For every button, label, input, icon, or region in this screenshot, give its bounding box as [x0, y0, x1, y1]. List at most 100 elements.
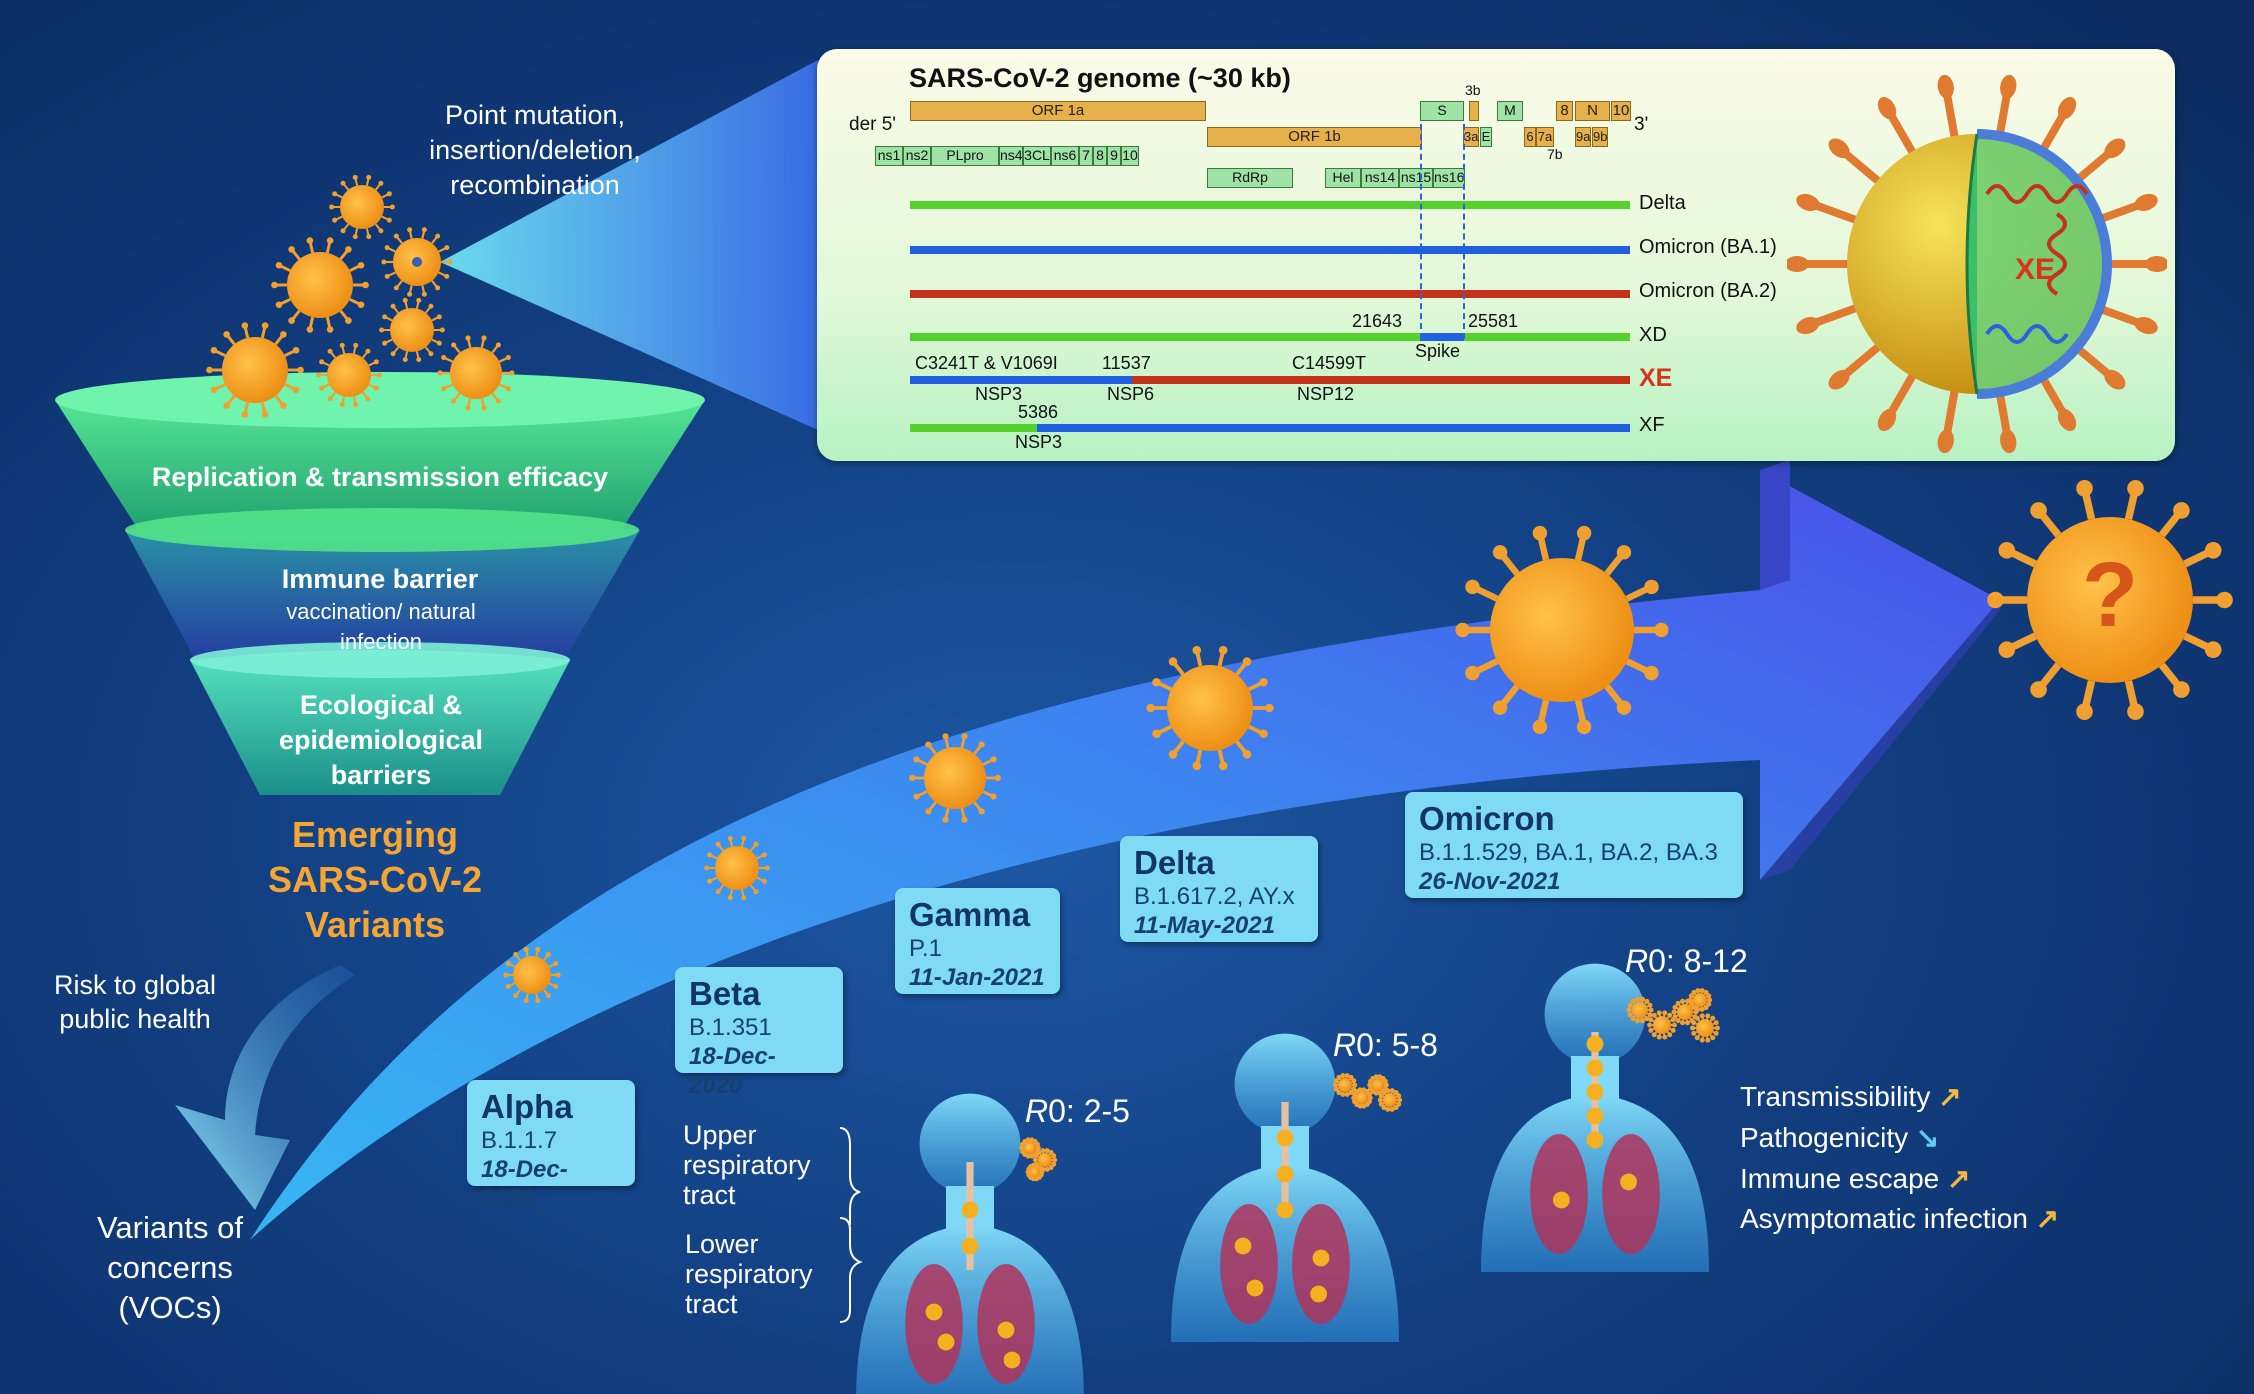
r0-value: 0: 5-8 — [1356, 1027, 1438, 1063]
nsp-block: ns2 — [903, 146, 931, 166]
trend-down-icon: ↘ — [1915, 1122, 1940, 1153]
variant-name: Beta — [689, 975, 761, 1012]
question-mark-icon: ? — [2081, 544, 2139, 646]
variant-card-beta: Beta B.1.351 18-Dec-2020 — [675, 967, 843, 1099]
virus-particle-icon-9 — [909, 733, 1001, 823]
attr-asymptomatic: Asymptomatic infection ↗ — [1740, 1202, 2059, 1235]
virus-particle-icon-2 — [271, 237, 369, 333]
droplet-icon-6 — [1377, 1088, 1403, 1112]
variant-date: 18-Dec-2020 — [481, 1156, 568, 1212]
upper-line-3: tract — [683, 1180, 736, 1210]
r0-value: 0: 8-12 — [1648, 943, 1748, 979]
orf1b-block: ORF 1b — [1207, 127, 1422, 147]
voc-label: Variants of concerns (VOCs) — [60, 1208, 280, 1328]
nsp-block: 3CL — [1023, 146, 1051, 166]
xd-breakpoint-2: 25581 — [1468, 311, 1519, 331]
nsp-block: 9 — [1107, 146, 1121, 166]
attr-label: Asymptomatic infection — [1740, 1203, 2028, 1234]
omicron-ba1-bar — [910, 246, 1630, 254]
droplet-icon-2 — [1025, 1162, 1045, 1182]
attr-transmissibility: Transmissibility ↗ — [1740, 1080, 1962, 1113]
variant-name: Delta — [1134, 844, 1215, 881]
lower-line-2: respiratory — [685, 1259, 813, 1289]
upper-respiratory-label: Upper respiratory tract — [683, 1120, 811, 1210]
mutation-line-2: insertion/deletion, — [429, 135, 641, 165]
xe-gene-1: NSP3 — [975, 384, 1023, 404]
xe-bar-right — [1132, 376, 1630, 384]
xf-breakpoint: 5386 — [1018, 402, 1059, 422]
virus-particle-icon-6 — [437, 335, 515, 411]
voc-line-2: concerns — [107, 1250, 233, 1285]
droplet-icon-5 — [1367, 1074, 1389, 1096]
emerging-variants-label: Emerging SARS-CoV-2 Variants — [225, 812, 525, 947]
variant-lineage: P.1 — [909, 935, 942, 962]
droplet-icon-7 — [1626, 996, 1654, 1024]
mutation-text: Point mutation, insertion/deletion, reco… — [400, 98, 670, 203]
orf3a-block: 3a — [1463, 127, 1479, 147]
nsp-block: 7 — [1079, 146, 1093, 166]
variant-card-omicron: Omicron B.1.1.529, BA.1, BA.2, BA.3 26-N… — [1405, 792, 1743, 898]
variant-card-delta: Delta B.1.617.2, AY.x 11-May-2021 — [1120, 836, 1318, 942]
r0-value: 0: 2-5 — [1048, 1093, 1130, 1129]
trend-up-icon: ↗ — [2035, 1203, 2060, 1234]
xe-virion-illustration: XE — [1787, 74, 2167, 454]
virus-particle-icon-4 — [206, 322, 304, 418]
droplet-icon-8 — [1647, 1010, 1677, 1040]
virus-particle-icon-10 — [1146, 645, 1274, 771]
attr-immune-escape: Immune escape ↗ — [1740, 1162, 1970, 1195]
human-silhouette-delta — [1171, 1033, 1399, 1342]
risk-line-2: public health — [59, 1004, 211, 1034]
lower-line-1: Lower — [685, 1229, 759, 1259]
n-block: N — [1575, 101, 1610, 121]
variant-lineage: B.1.617.2, AY.x — [1134, 883, 1295, 910]
nsp-block: RdRp — [1207, 168, 1293, 188]
xe-mutation-3: C14599T — [1292, 353, 1367, 373]
r0-prefix: R — [1625, 943, 1649, 979]
xf-bar-right — [1037, 424, 1630, 432]
orf9b-block: 9b — [1592, 127, 1608, 147]
virus-particle-icon-8 — [704, 835, 770, 901]
virus-particle-icon-7 — [503, 946, 561, 1004]
orf6-block: 6 — [1524, 127, 1536, 147]
omicron-ba1-label: Omicron (BA.1) — [1639, 236, 1777, 258]
attr-label: Transmissibility — [1740, 1081, 1931, 1112]
xe-mutation-1: C3241T & V1069I — [915, 353, 1058, 373]
variant-card-alpha: Alpha B.1.1.7 18-Dec-2020 — [467, 1080, 635, 1212]
spike-label: Spike — [1415, 341, 1461, 361]
xf-label: XF — [1639, 414, 1665, 436]
xf-gene: NSP3 — [1015, 432, 1063, 452]
lower-respiratory-label: Lower respiratory tract — [685, 1229, 813, 1319]
nsp-block: ns14 — [1361, 168, 1399, 188]
nsp-block: ns6 — [1051, 146, 1079, 166]
xd-bar-spike — [1420, 333, 1464, 341]
voc-line-1: Variants of — [97, 1210, 243, 1245]
droplet-icon-10 — [1690, 1013, 1720, 1043]
r0-prefix: R — [1333, 1027, 1357, 1063]
virus-particle-icon-5 — [316, 342, 382, 408]
xe-gene-3: NSP12 — [1297, 384, 1355, 404]
funnel-layer-3 — [190, 650, 570, 795]
genome-title: SARS-CoV-2 genome (~30 kb) — [909, 63, 1291, 93]
nsp-block: ns1 — [875, 146, 903, 166]
r0-alpha: R0: 2-5 — [1025, 1093, 1130, 1130]
mutation-line-3: recombination — [450, 170, 620, 200]
xe-virion-label: XE — [2015, 253, 2055, 286]
omicron-ba2-bar — [910, 290, 1630, 298]
zoom-beam — [440, 60, 818, 430]
orf7a-block: 7a — [1536, 127, 1554, 147]
nsp-block: Hel — [1325, 168, 1361, 188]
attr-pathogenicity: Pathogenicity ↘ — [1740, 1121, 1939, 1154]
virus-particle-icon-11 — [1455, 525, 1669, 735]
droplet-icon-3 — [1332, 1073, 1358, 1097]
xe-label: XE — [1639, 364, 1673, 392]
trend-up-icon: ↗ — [1938, 1081, 1962, 1112]
xd-breakpoint-1: 21643 — [1352, 311, 1403, 331]
upper-line-2: respiratory — [683, 1150, 811, 1180]
orf9a-block: 9a — [1575, 127, 1591, 147]
droplet-icon-11 — [1687, 988, 1713, 1012]
question-virus-icon — [1987, 480, 2233, 720]
xf-bar-left — [910, 424, 1037, 432]
variant-name: Alpha — [481, 1088, 573, 1125]
